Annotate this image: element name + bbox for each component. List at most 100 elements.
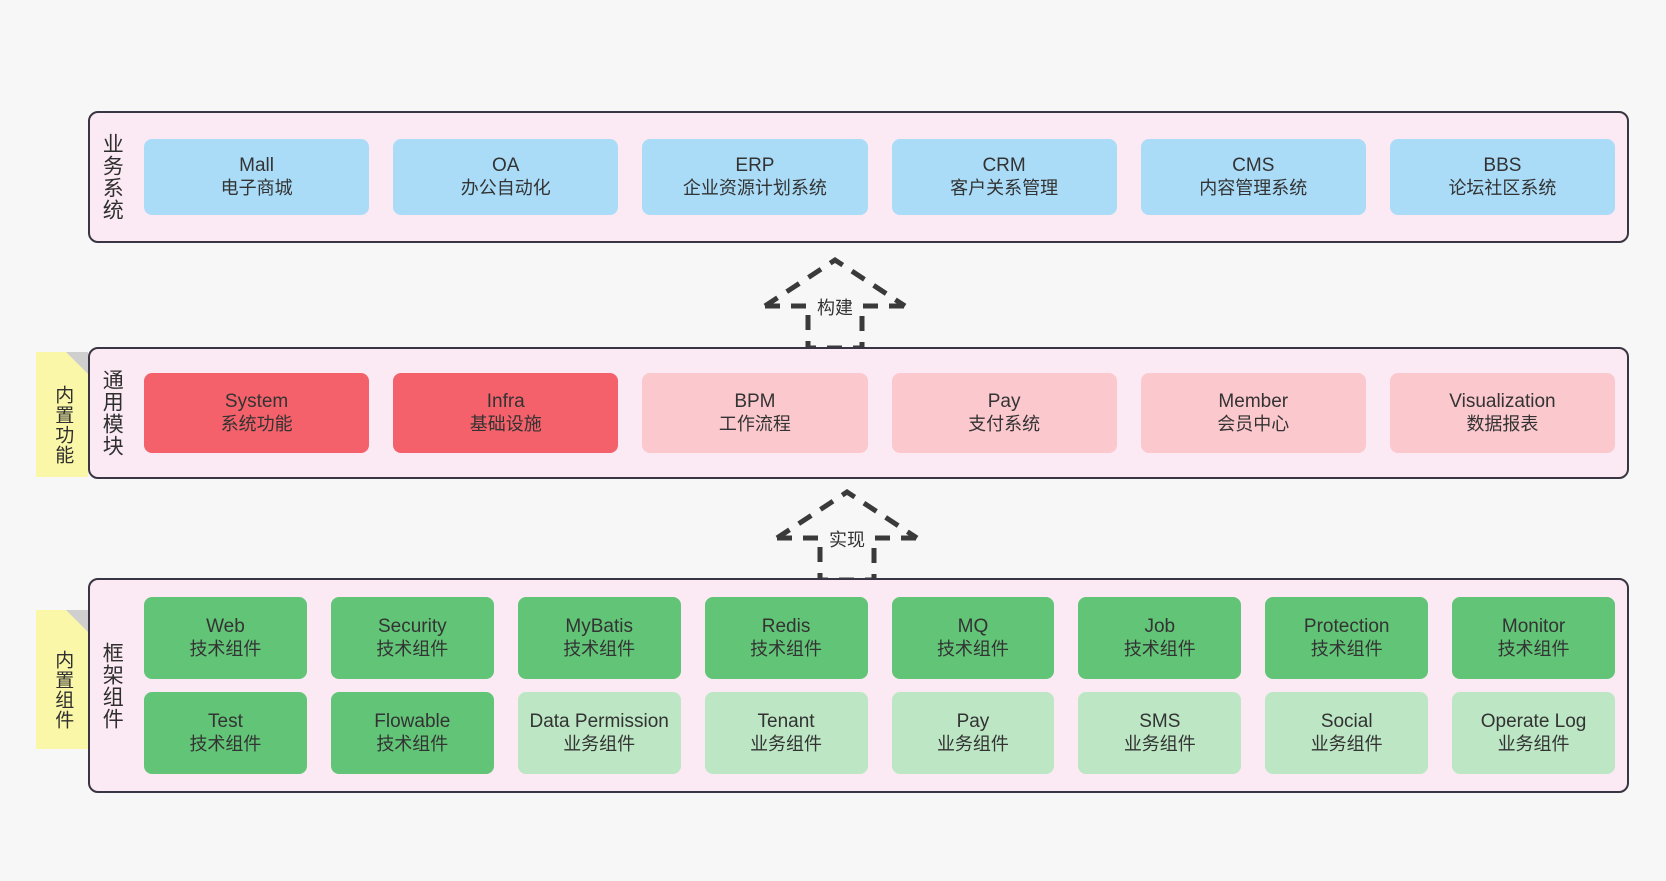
layer-label-framework-components: 框架组件 [100,641,124,730]
card-operate-log[interactable]: Operate Log 业务组件 [1452,692,1615,774]
card-title: Member [1218,391,1289,413]
card-title: Operate Log [1480,711,1587,733]
connector-label-implement: 实现 [829,530,865,550]
card-subtitle: 论坛社区系统 [1448,178,1557,199]
card-mybatis[interactable]: MyBatis 技术组件 [517,597,681,679]
card-job[interactable]: Job 技术组件 [1078,597,1242,679]
card-tenant[interactable]: Tenant 业务组件 [704,692,868,774]
card-subtitle: 工作流程 [718,414,791,435]
note-builtin-component: 内置组件 [36,610,88,749]
card-subtitle: 系统功能 [220,414,293,435]
card-social[interactable]: Social 业务组件 [1265,692,1429,774]
note-label: 内置功能 [52,384,74,465]
card-subtitle: 业务组件 [936,734,1009,755]
card-protection[interactable]: Protection 技术组件 [1265,597,1429,679]
card-title: BBS [1483,155,1522,177]
card-subtitle: 技术组件 [376,639,449,660]
card-title: MQ [957,616,989,638]
card-title: Security [377,616,447,638]
card-subtitle: 技术组件 [563,639,636,660]
card-oa[interactable]: OA 办公自动化 [393,139,619,215]
layer-label-common-modules: 通用模块 [100,369,124,457]
card-row: Mall 电子商城 OA 办公自动化 ERP 企业资源计划系统 CRM 客户关系… [144,139,1616,215]
card-web[interactable]: Web 技术组件 [144,597,307,679]
card-subtitle: 业务组件 [750,734,823,755]
card-title: Social [1320,711,1373,733]
card-title: Protection [1303,616,1390,638]
card-title: ERP [735,155,775,177]
connector-implement: 实现 [772,488,922,584]
card-subtitle: 业务组件 [563,734,636,755]
card-subtitle: 支付系统 [968,414,1041,435]
card-title: CRM [982,155,1026,177]
card-subtitle: 业务组件 [1123,734,1196,755]
card-member[interactable]: Member 会员中心 [1140,373,1366,453]
card-cms[interactable]: CMS 内容管理系统 [1140,139,1366,215]
card-subtitle: 办公自动化 [460,178,551,199]
card-redis[interactable]: Redis 技术组件 [704,597,868,679]
layer-common-modules: 通用模块 System 系统功能 Infra 基础设施 BPM 工作流程 Pay… [88,347,1629,479]
card-row: System 系统功能 Infra 基础设施 BPM 工作流程 Pay 支付系统… [144,373,1616,453]
note-fold-icon [66,352,88,374]
card-title: Flowable [374,711,451,733]
card-visualization[interactable]: Visualization 数据报表 [1389,373,1616,453]
card-monitor[interactable]: Monitor 技术组件 [1452,597,1615,679]
connector-label-build: 构建 [817,298,853,318]
layer-business-systems: 业务系统 Mall 电子商城 OA 办公自动化 ERP 企业资源计划系统 CRM… [88,111,1629,243]
card-title: BPM [734,391,776,413]
card-title: Visualization [1449,391,1556,413]
card-flowable[interactable]: Flowable 技术组件 [330,692,494,774]
card-subtitle: 技术组件 [189,639,262,660]
card-title: Tenant [757,711,815,733]
card-title: Pay [987,391,1021,413]
card-subtitle: 技术组件 [376,734,449,755]
layer-label-business-systems: 业务系统 [100,133,124,221]
card-title: Test [208,711,243,733]
card-subtitle: 内容管理系统 [1199,178,1308,199]
card-subtitle: 业务组件 [1497,734,1570,755]
card-title: OA [492,155,520,177]
card-bbs[interactable]: BBS 论坛社区系统 [1389,139,1616,215]
card-mall[interactable]: Mall 电子商城 [144,139,370,215]
card-pay-module[interactable]: Pay 支付系统 [891,373,1117,453]
card-title: Job [1144,616,1176,638]
card-subtitle: 技术组件 [936,639,1009,660]
card-subtitle: 技术组件 [189,734,262,755]
card-subtitle: 技术组件 [1123,639,1196,660]
card-mq[interactable]: MQ 技术组件 [891,597,1055,679]
card-title: MyBatis [565,616,633,638]
card-system[interactable]: System 系统功能 [144,373,370,453]
card-title: Mall [239,155,274,177]
layer-body-framework-components: Web 技术组件 Security 技术组件 MyBatis 技术组件 Redi… [132,580,1627,791]
card-crm[interactable]: CRM 客户关系管理 [891,139,1117,215]
card-security[interactable]: Security 技术组件 [330,597,494,679]
card-data-permission[interactable]: Data Permission 业务组件 [517,692,681,774]
card-subtitle: 技术组件 [1497,639,1570,660]
card-subtitle: 数据报表 [1466,414,1539,435]
card-subtitle: 技术组件 [750,639,823,660]
card-title: Monitor [1501,616,1566,638]
note-builtin-function: 内置功能 [36,352,88,477]
card-subtitle: 基础设施 [469,414,542,435]
card-erp[interactable]: ERP 企业资源计划系统 [642,139,868,215]
card-title: Infra [486,391,525,413]
card-test[interactable]: Test 技术组件 [144,692,307,774]
card-infra[interactable]: Infra 基础设施 [393,373,619,453]
card-title: Data Permission [529,711,669,733]
card-title: CMS [1232,155,1275,177]
note-label: 内置组件 [52,649,74,730]
card-pay-component[interactable]: Pay 业务组件 [891,692,1055,774]
card-row: Web 技术组件 Security 技术组件 MyBatis 技术组件 Redi… [144,597,1615,679]
card-title: Web [206,616,245,638]
layer-framework-components: 框架组件 Web 技术组件 Security 技术组件 MyBatis 技术组件… [88,578,1629,793]
card-title: Redis [761,616,811,638]
layer-body-business-systems: Mall 电子商城 OA 办公自动化 ERP 企业资源计划系统 CRM 客户关系… [132,113,1627,241]
card-bpm[interactable]: BPM 工作流程 [642,373,868,453]
card-subtitle: 会员中心 [1217,414,1290,435]
card-subtitle: 企业资源计划系统 [682,178,827,199]
layer-body-common-modules: System 系统功能 Infra 基础设施 BPM 工作流程 Pay 支付系统… [132,349,1627,477]
card-subtitle: 技术组件 [1310,639,1383,660]
card-title: Pay [956,711,990,733]
card-sms[interactable]: SMS 业务组件 [1078,692,1242,774]
